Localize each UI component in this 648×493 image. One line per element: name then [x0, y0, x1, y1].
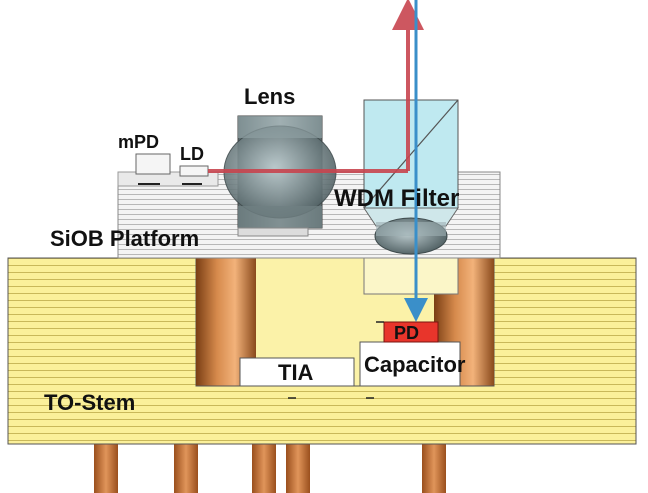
label-pd: PD — [394, 323, 419, 343]
label-siob-platform: SiOB Platform — [50, 226, 199, 251]
label-ld: LD — [180, 144, 204, 164]
pin — [94, 443, 118, 493]
pd-chip — [383, 321, 439, 343]
label-tia: TIA — [278, 360, 314, 385]
label-wdm-filter: WDM Filter — [334, 185, 459, 212]
capacitor-chip — [359, 341, 461, 387]
label-lens: Lens — [244, 84, 295, 109]
filter-base-block — [363, 257, 459, 295]
pin — [174, 443, 198, 493]
wdm-filter-assembly — [363, 99, 459, 255]
label-to-stem: TO-Stem — [44, 390, 135, 415]
lens-assembly — [223, 115, 337, 237]
pin — [252, 443, 276, 493]
ld-chip — [179, 165, 209, 177]
mpd-chip — [135, 153, 171, 175]
pin — [286, 443, 310, 493]
label-mpd: mPD — [118, 132, 159, 152]
tia-chip — [239, 357, 355, 387]
laser-beam — [208, 0, 424, 173]
label-capacitor: Capacitor — [364, 352, 466, 377]
stem-pins — [94, 443, 446, 493]
pin — [422, 443, 446, 493]
